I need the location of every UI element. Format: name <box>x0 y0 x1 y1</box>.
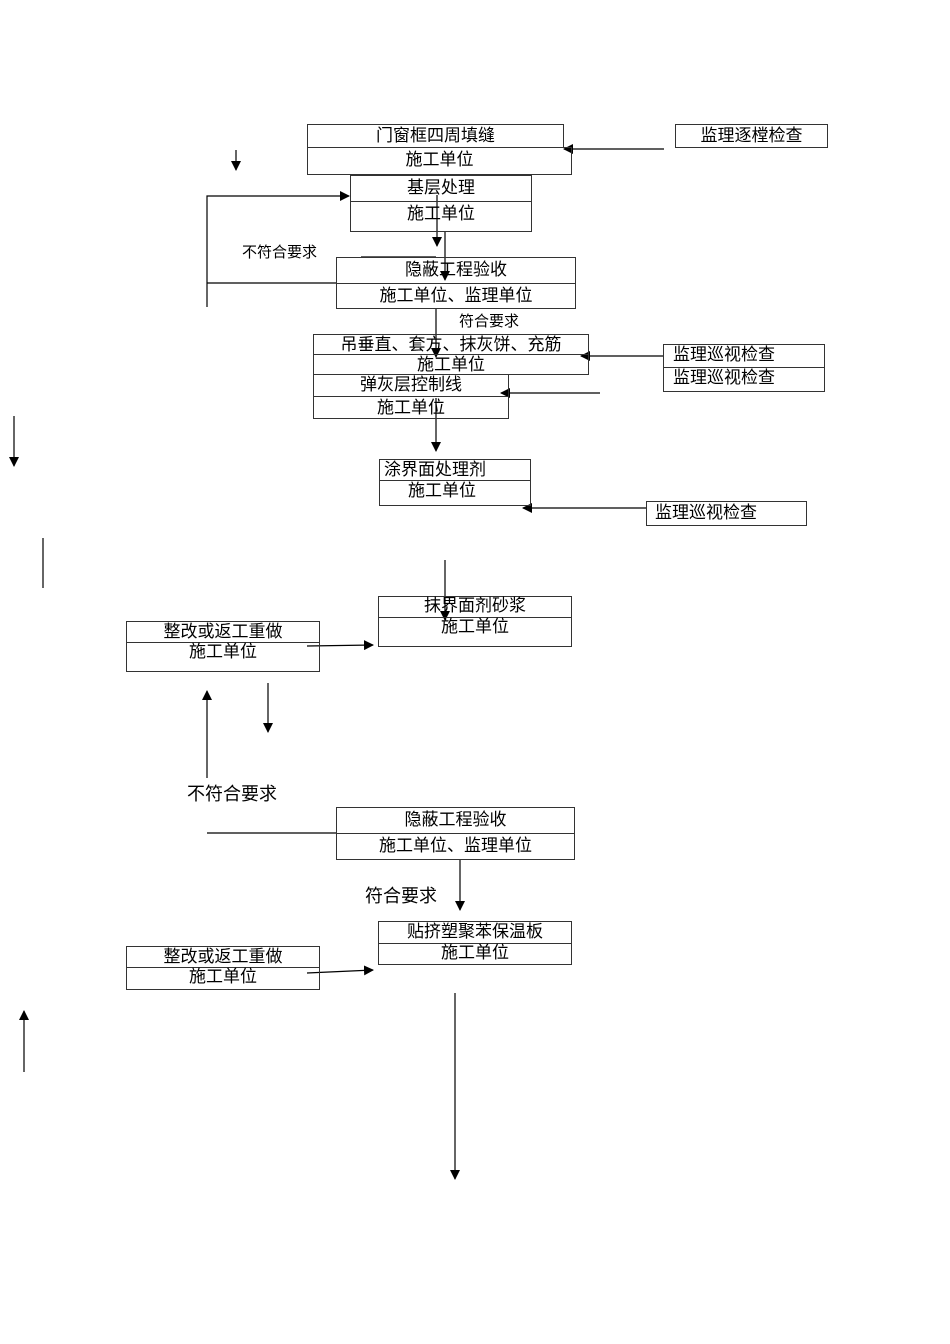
supervision-patrol-box-3: 监理巡视检查 <box>646 501 807 526</box>
condition-pass-label: 符合要求 <box>459 312 520 330</box>
condition-fail-label: 不符合要求 <box>242 243 318 261</box>
supervision-label: 监理巡视检查 <box>655 503 757 523</box>
condition-fail-label: 不符合要求 <box>187 784 277 805</box>
step-unit: 施工单位 <box>380 480 530 500</box>
step-control-line-box: 弹灰层控制线 施工单位 <box>313 374 509 419</box>
step-interface-agent-box: 涂界面处理剂 施工单位 <box>379 459 531 506</box>
rework-box-1: 整改或返工重做 施工单位 <box>126 621 320 672</box>
rework-unit: 施工单位 <box>127 967 319 986</box>
step-title: 门窗框四周填缝 <box>376 126 495 146</box>
step-interface-mortar-box: 抹界面剂砂浆 施工单位 <box>378 596 572 647</box>
arrow-rework2-to-s9 <box>306 965 374 976</box>
supervision-patrol-box-1: 监理巡视检查 <box>663 344 825 368</box>
step-unit: 施工单位、监理单位 <box>337 283 575 305</box>
step-title: 弹灰层控制线 <box>360 375 462 395</box>
step-title: 贴挤塑聚苯保温板 <box>407 922 543 942</box>
step-base-treatment-box: 基层处理 施工单位 <box>350 175 532 232</box>
rework-title: 整改或返工重做 <box>163 947 283 967</box>
step-title: 隐蔽工程验收 <box>404 810 507 830</box>
step-unit: 施工单位、监理单位 <box>337 833 574 855</box>
step-unit: 施工单位 <box>379 617 571 636</box>
step-door-frame-filling-title-box: 门窗框四周填缝 <box>307 124 564 148</box>
supervision-patrol-box-2: 监理巡视检查 <box>663 367 825 392</box>
step-plumb-square-box: 吊垂直、套方、抹灰饼、充筋 施工单位 <box>313 334 589 375</box>
step-unit: 施工单位 <box>314 396 508 417</box>
step-unit: 施工单位 <box>405 150 474 170</box>
supervision-label: 监理逐樘检查 <box>700 126 803 146</box>
step-unit: 施工单位 <box>379 943 571 962</box>
rework-unit: 施工单位 <box>127 642 319 661</box>
step-title: 吊垂直、套方、抹灰饼、充筋 <box>340 335 562 355</box>
step-title: 基层处理 <box>407 178 475 198</box>
step-concealed-inspection-box: 隐蔽工程验收 施工单位、监理单位 <box>336 257 576 309</box>
rework-box-2: 整改或返工重做 施工单位 <box>126 946 320 990</box>
step-unit: 施工单位 <box>314 354 588 374</box>
arrow-rework1-to-s7 <box>306 640 374 651</box>
loop-fail-to-s2 <box>206 191 350 307</box>
step-xps-board-box: 贴挤塑聚苯保温板 施工单位 <box>378 921 572 965</box>
step-title: 抹界面剂砂浆 <box>424 596 526 616</box>
supervision-label: 监理巡视检查 <box>673 368 775 388</box>
supervision-per-frame-box: 监理逐樘检查 <box>675 124 828 148</box>
rework-title: 整改或返工重做 <box>163 622 283 642</box>
step-unit: 施工单位 <box>351 201 531 223</box>
step-title: 涂界面处理剂 <box>384 460 486 480</box>
step-title: 隐蔽工程验收 <box>405 260 507 280</box>
condition-pass-label: 符合要求 <box>365 886 437 907</box>
supervision-label: 监理巡视检查 <box>673 345 775 365</box>
step-door-frame-filling-unit-box: 施工单位 <box>307 147 572 175</box>
step-concealed-inspection-2-box: 隐蔽工程验收 施工单位、监理单位 <box>336 807 575 860</box>
